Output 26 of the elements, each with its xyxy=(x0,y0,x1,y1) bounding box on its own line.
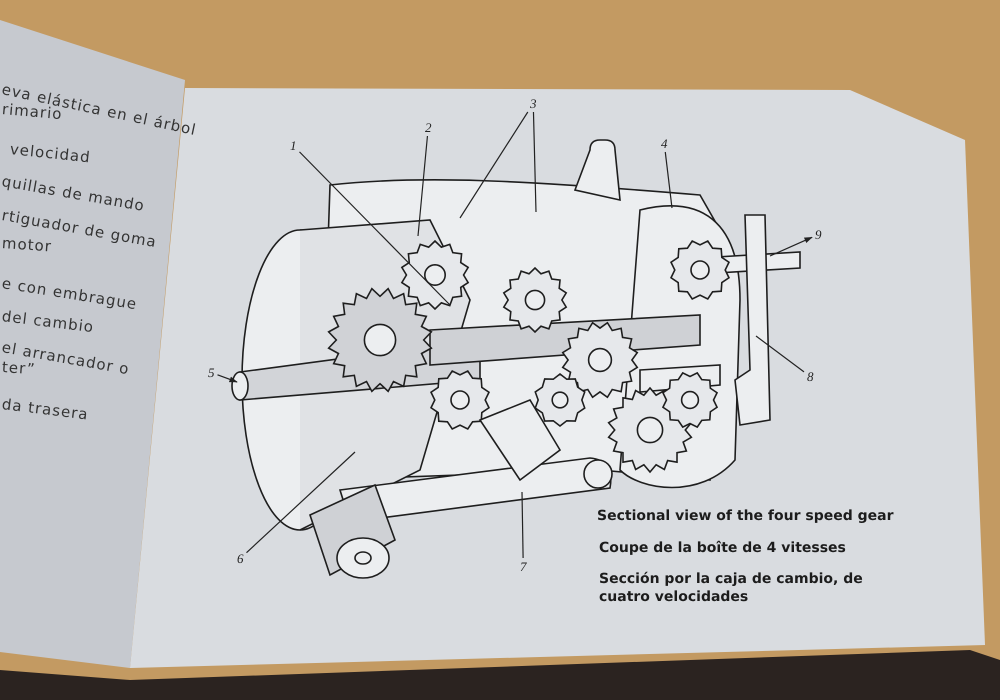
leader-line xyxy=(664,152,673,208)
arrow xyxy=(217,374,238,383)
leader-line xyxy=(756,336,804,372)
page-text: da trasera xyxy=(0,395,90,424)
leader-line xyxy=(246,452,356,554)
leader-line xyxy=(299,151,450,306)
leader-line xyxy=(417,136,428,236)
arrow xyxy=(770,236,813,257)
caption-text: Coupe de la boîte de 4 vitesses xyxy=(599,540,847,558)
callout-number: 8 xyxy=(805,369,816,384)
page-text: velocidad xyxy=(9,140,92,166)
callout-number: 7 xyxy=(518,559,528,574)
callout-number: 4 xyxy=(659,136,670,151)
callout-number: 5 xyxy=(206,365,216,380)
caption-text: Sección por la caja de cambio, de cuatro velocidades xyxy=(599,571,864,606)
leader-line xyxy=(521,492,524,558)
callout-number: 9 xyxy=(813,227,824,242)
leader-line xyxy=(532,112,537,212)
callout-number: 1 xyxy=(288,138,298,153)
leader-line xyxy=(460,112,528,218)
callout-number: 3 xyxy=(528,96,538,111)
callout-number: 6 xyxy=(235,551,246,566)
callout-number: 2 xyxy=(423,120,434,135)
caption-text: Sectional view of the four speed gear xyxy=(597,508,894,526)
page-text: motor xyxy=(1,234,53,256)
page-text: del cambio xyxy=(0,307,96,336)
